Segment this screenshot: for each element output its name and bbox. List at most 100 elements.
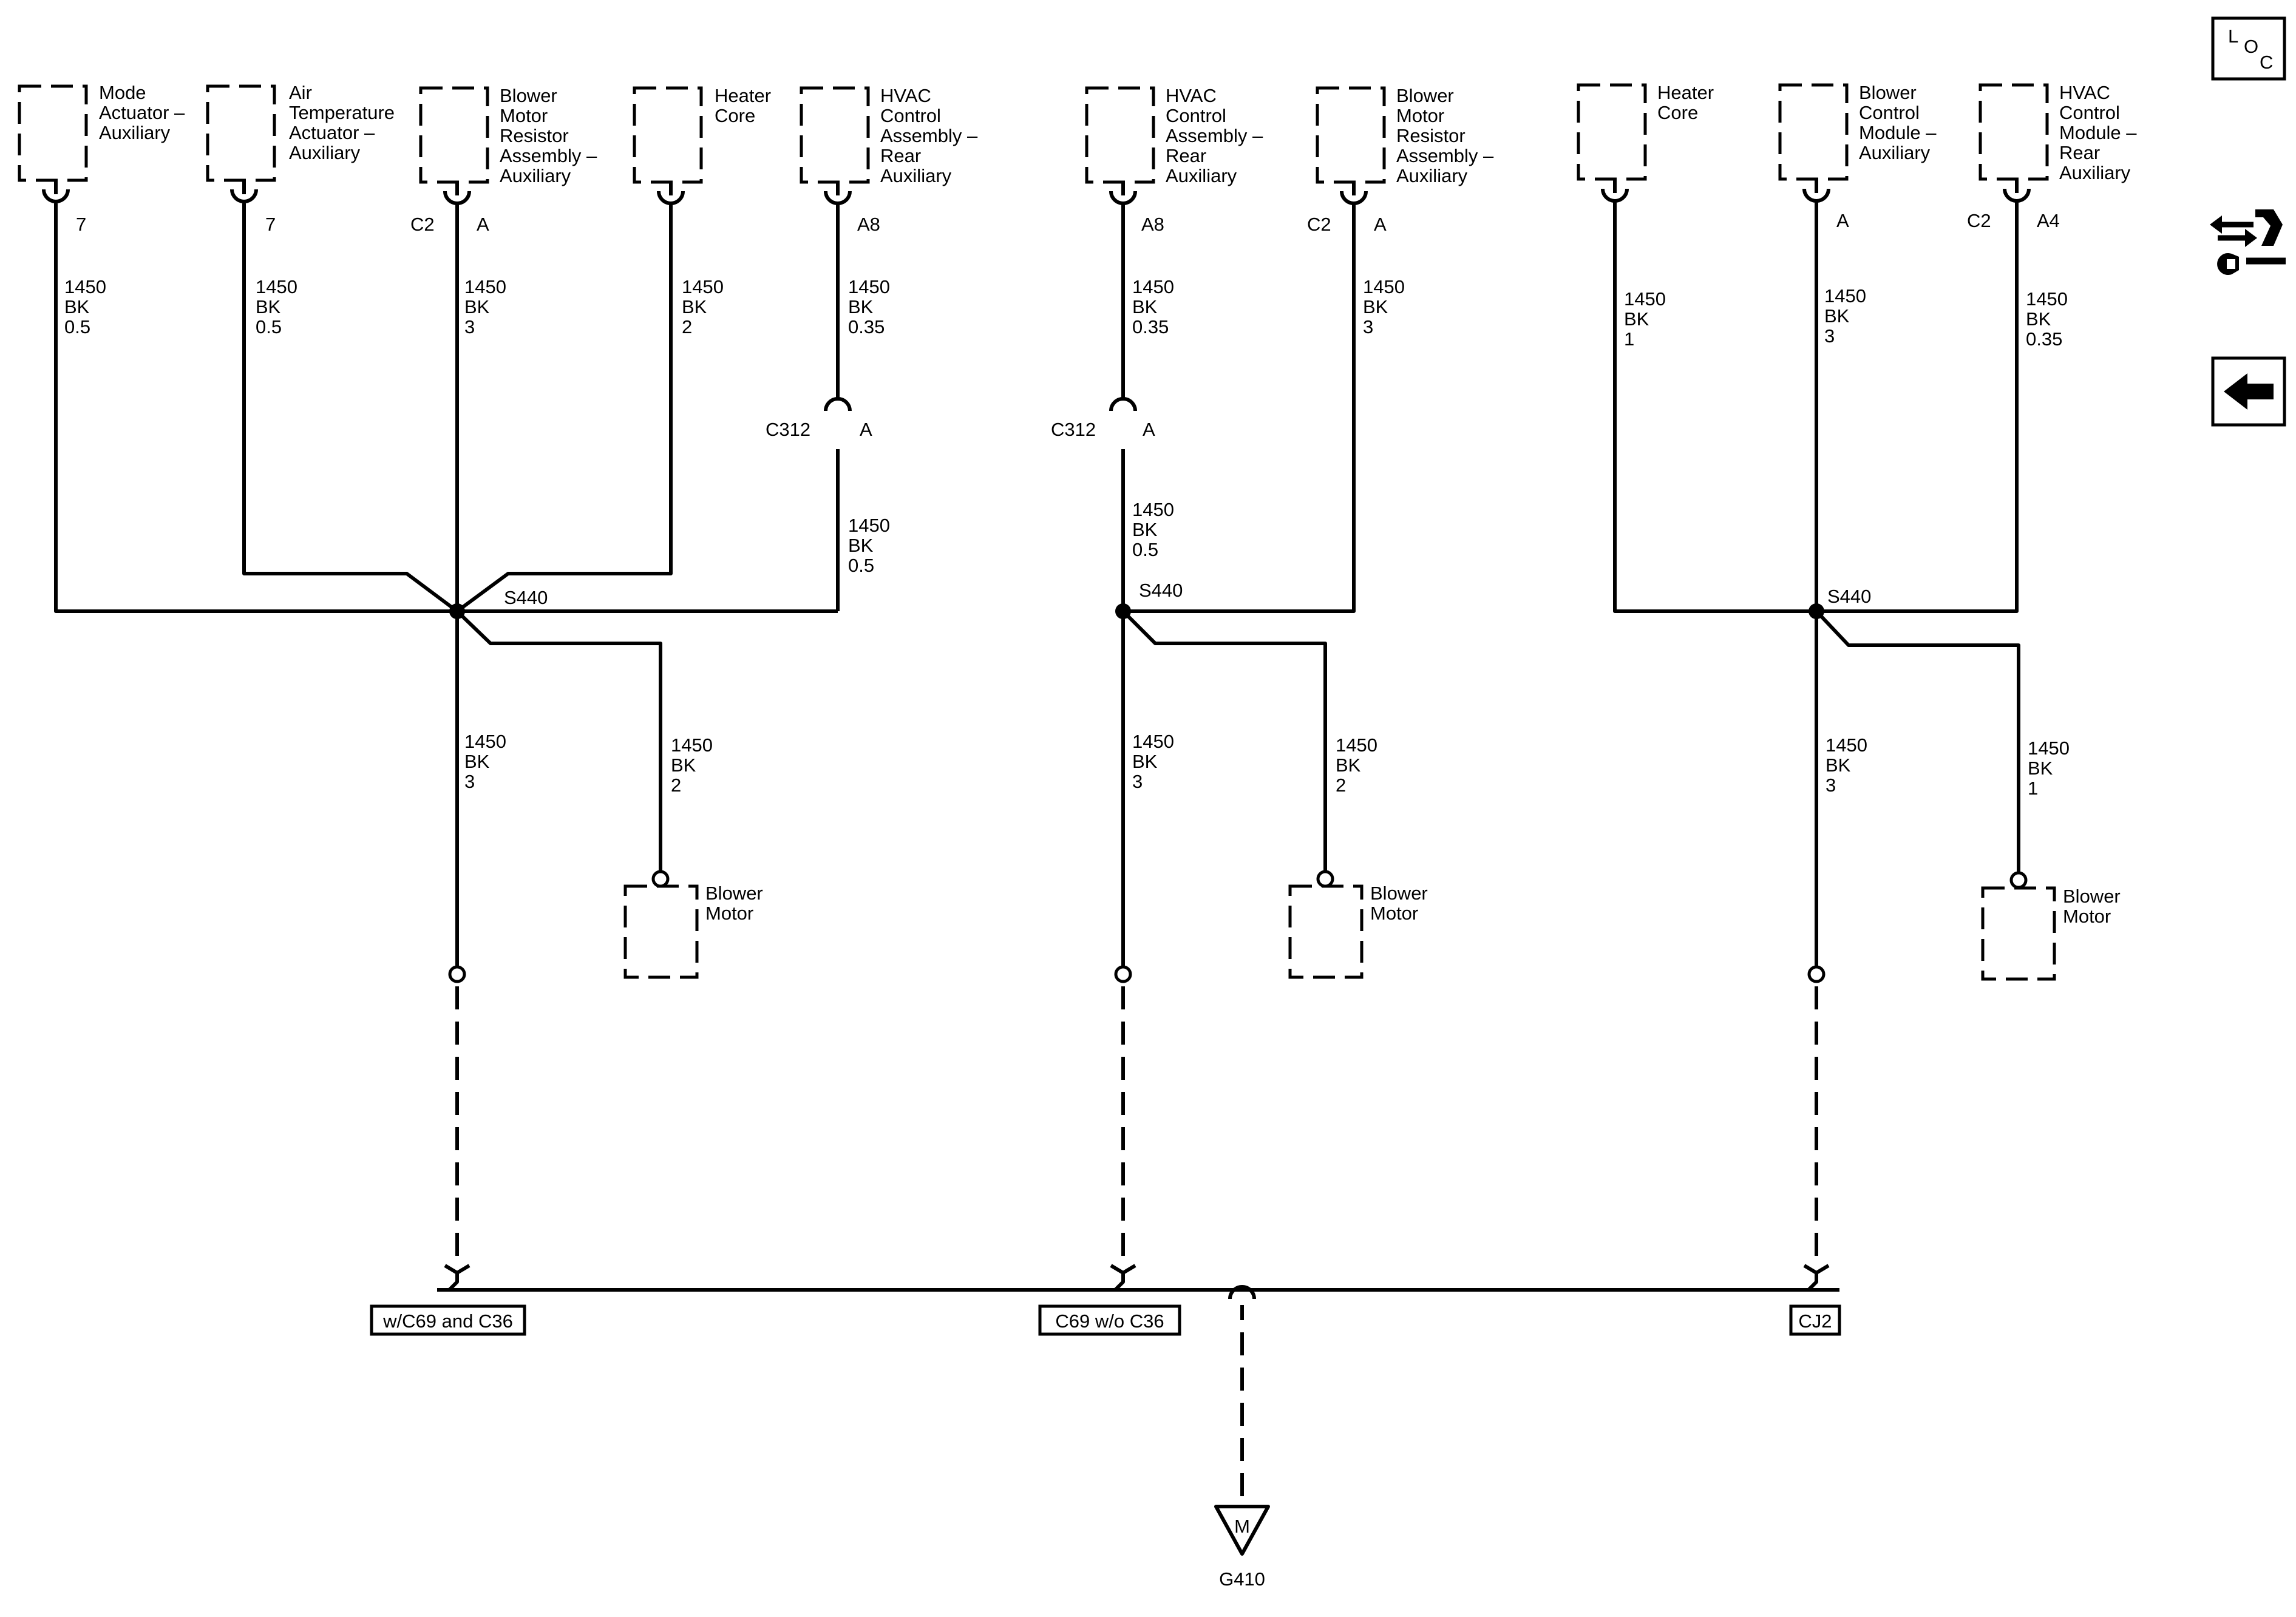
pin-label: A8 <box>857 214 880 235</box>
air-temp-actuator-label: Air Temperature Actuator – Auxiliary <box>289 82 400 163</box>
pin-terminal <box>230 189 258 203</box>
wire-label: 1450 BK 3 <box>464 731 512 792</box>
hvac-control-box-2 <box>1085 86 1155 184</box>
pin-terminal <box>657 191 685 205</box>
wire-label: 1450 BK 3 <box>1132 731 1180 792</box>
blower-motor-terminal <box>1316 870 1334 888</box>
blower-control-module-box <box>1778 83 1849 181</box>
connector-label: C312 <box>766 419 810 440</box>
wire-label: 1450 BK 0.5 <box>64 276 112 337</box>
option-box-right <box>1789 1304 1841 1336</box>
loc-icon-letter: O <box>2244 36 2258 57</box>
wire-label: 1450 BK 3 <box>1363 276 1410 337</box>
connector-label: C2 <box>1967 210 1991 231</box>
pin-label: A <box>1374 214 1387 235</box>
pin-label: A <box>860 419 872 440</box>
pin-terminal <box>2003 188 2031 203</box>
pin-terminal <box>824 191 852 205</box>
blower-motor-terminal <box>2009 871 2028 889</box>
blower-motor-box <box>1981 886 2056 981</box>
loc-icon-letter: C <box>2260 52 2273 73</box>
loc-button[interactable]: L O C <box>2211 16 2286 81</box>
air-temp-actuator-box <box>206 84 276 182</box>
wire-label: 1450 BK 3 <box>1826 734 1873 796</box>
hvac-control-module-box <box>1978 83 2049 181</box>
loc-icon-letter: L <box>2228 25 2238 47</box>
heater-core-label-2: Heater Core <box>1657 82 1719 123</box>
splice-s440 <box>1809 603 1824 619</box>
mode-actuator-box <box>18 84 88 182</box>
ground-bus-drop <box>447 1273 459 1292</box>
middle-section: HVAC Control Assembly – Rear Auxiliary B… <box>1051 85 1499 1275</box>
pin-label: A <box>1143 419 1155 440</box>
pin-label: A <box>477 214 489 235</box>
connector-label: C312 <box>1051 419 1096 440</box>
blower-motor-label: Blower Motor <box>2063 886 2125 927</box>
pin-terminal <box>1802 188 1830 203</box>
mode-actuator-label: Mode Actuator – Auxiliary <box>99 82 190 143</box>
wire-label: 1450 BK 0.5 <box>848 515 895 576</box>
blower-motor-terminal <box>651 870 670 888</box>
connector-wrench-icon <box>2210 209 2286 276</box>
wire-label: 1450 BK 2 <box>1336 734 1383 796</box>
ground-symbol-icon <box>1214 1505 1270 1556</box>
connector-label: C2 <box>1307 214 1331 235</box>
ground-connector <box>444 1264 470 1275</box>
wire-label: 1450 BK 1 <box>1624 288 1671 350</box>
ground-connector <box>1803 1264 1830 1275</box>
blower-control-module-label: Blower Control Module – Auxiliary <box>1859 82 1941 163</box>
back-arrow-icon <box>2224 373 2274 410</box>
blower-resistor-box-1 <box>419 86 489 184</box>
wire-label: 1450 BK 1 <box>2028 737 2075 799</box>
option-box-middle <box>1038 1304 1181 1336</box>
pin-terminal <box>1601 188 1629 203</box>
pin-label: A <box>1836 210 1849 231</box>
pin-terminal <box>1340 191 1368 205</box>
pin-label: A4 <box>2037 210 2060 231</box>
splice-label: S440 <box>504 587 548 608</box>
ground-symbol-letter: M <box>1234 1516 1250 1537</box>
right-section: Heater Core Blower Control Module – Auxi… <box>1577 82 2142 1275</box>
pin-label: A8 <box>1141 214 1164 235</box>
blower-motor-label: Blower Motor <box>705 883 768 924</box>
wire <box>456 205 673 613</box>
hvac-control-label-1: HVAC Control Assembly – Rear Auxiliary <box>880 85 983 186</box>
inline-connector-c312 <box>1109 397 1137 412</box>
loc-icon-frame <box>2211 16 2286 81</box>
ground-bus: w/C69 and C36 C69 w/o C36 CJ2 M G410 <box>370 1273 1841 1590</box>
wire <box>242 203 458 613</box>
blower-motor-box <box>623 884 699 979</box>
option-label-left: w/C69 and C36 <box>382 1310 513 1332</box>
wire-label: 1450 BK 0.35 <box>1132 276 1180 337</box>
option-label-middle: C69 w/o C36 <box>1055 1310 1164 1332</box>
blower-resistor-box-2 <box>1316 86 1386 184</box>
splice-label: S440 <box>1827 586 1871 607</box>
wire-label: 1450 BK 2 <box>682 276 729 337</box>
hvac-control-box-1 <box>800 86 870 184</box>
hvac-control-module-label: HVAC Control Module – Rear Auxiliary <box>2059 82 2142 183</box>
wire-label: 1450 BK 0.5 <box>256 276 303 337</box>
wire <box>1815 609 2020 872</box>
splice-s440 <box>1115 603 1131 619</box>
ground-bus-connector <box>1228 1285 1256 1300</box>
option-label-right: CJ2 <box>1798 1310 1832 1332</box>
connector-label: C2 <box>410 214 435 235</box>
ground-bus-drop <box>1807 1273 1818 1292</box>
ground-terminal <box>1807 965 1826 983</box>
pin-terminal <box>42 189 70 203</box>
blower-motor-box <box>1288 884 1364 979</box>
wire-label: 1450 BK 2 <box>671 734 718 796</box>
pin-terminal <box>443 191 471 205</box>
connector-wrench-button[interactable] <box>2210 209 2286 276</box>
wire-label: 1450 BK 0.5 <box>1132 499 1180 560</box>
back-button[interactable] <box>2211 356 2286 427</box>
wire <box>1121 609 1327 872</box>
ground-connector <box>1110 1264 1136 1275</box>
blower-motor-label: Blower Motor <box>1370 883 1433 924</box>
blower-resistor-label-2: Blower Motor Resistor Assembly – Auxilia… <box>1396 85 1499 186</box>
heater-core-label-1: Heater Core <box>715 85 776 126</box>
wire-label: 1450 BK 3 <box>1824 285 1872 347</box>
left-section: Mode Actuator – Auxiliary Air Temperatur… <box>18 82 983 1275</box>
wire <box>455 609 662 872</box>
